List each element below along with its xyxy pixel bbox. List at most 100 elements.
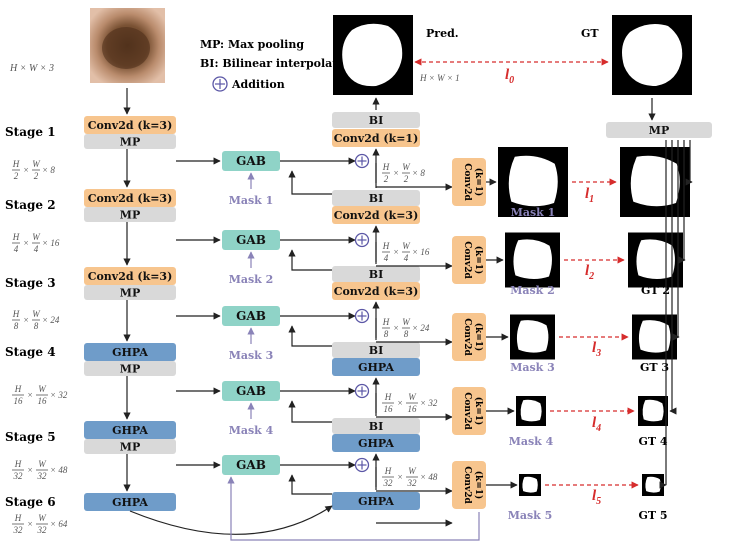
dec-shape-5-c: × 48	[420, 472, 438, 482]
enc-conv-3-label: Conv2d (k=3)	[88, 270, 173, 283]
side-conv-1-l1: Conv2d	[462, 163, 472, 201]
enc-conv-1-label: Conv2d (k=3)	[88, 119, 173, 132]
dec-conv-3-label: Conv2d (k=3)	[334, 285, 419, 298]
side-conv-3-box	[452, 313, 486, 361]
enc-shape-1-times: ×	[23, 165, 29, 175]
stage-label-1: Stage 1	[5, 125, 56, 139]
gab-skip-1	[288, 170, 332, 195]
enc-shape-2-c: × 16	[42, 238, 60, 248]
enc-shape-6: H32×W32× 64	[12, 513, 68, 535]
gt-out-1-shape	[630, 155, 680, 207]
dec-bi-5-box	[332, 418, 420, 434]
enc-shape-3-h-num: H	[12, 309, 20, 319]
enc-shape-5-h-den: 32	[13, 471, 24, 481]
input-dims: H × W × 3	[9, 63, 54, 74]
gt-out-4-shape	[642, 399, 664, 422]
dec-shape-5-w-num: W	[408, 466, 417, 476]
loss-label-2: l2	[585, 263, 594, 282]
enc-ghpa-5-box	[84, 421, 176, 439]
enc-shape-1-w-num: W	[32, 159, 41, 169]
gt-out-3-shape	[638, 320, 671, 353]
enc-ghpa-6-label: GHPA	[112, 496, 148, 509]
enc-ghpa-6-box	[84, 493, 176, 511]
gab-2-box	[222, 230, 280, 250]
enc-shape-4-times: ×	[27, 390, 33, 400]
dec-conv-5-label: GHPA	[358, 437, 394, 450]
mask-out-label-5: Mask 5	[508, 509, 553, 522]
enc-shape-5-times: ×	[27, 465, 33, 475]
enc-mp-2-box	[84, 207, 176, 222]
enc-mp-5-box	[84, 439, 176, 454]
enc-shape-6-w-num: W	[38, 513, 47, 523]
gt-out-label-4: GT 4	[638, 435, 667, 448]
gab-5-box	[222, 455, 280, 475]
enc-conv-2-box	[84, 189, 176, 207]
gab-2-label: GAB	[236, 233, 266, 247]
enc-shape-5-w-den: 32	[37, 471, 48, 481]
dec-shape-3-times: ×	[393, 323, 399, 333]
enc-mp-2-label: MP	[120, 209, 140, 222]
side-conv-5-l1: Conv2d	[462, 466, 472, 504]
enc-shape-4-h-num: H	[14, 384, 22, 394]
dec-bi-3-box	[332, 266, 420, 282]
enc-shape-5-w-num: W	[38, 459, 47, 469]
enc-shape-3-c: × 24	[42, 315, 60, 325]
enc-mp-1-label: MP	[120, 136, 140, 149]
enc-shape-2-times: ×	[23, 238, 29, 248]
enc-ghpa-5-label: GHPA	[112, 424, 148, 437]
gt-out-label-5: GT 5	[638, 509, 667, 522]
enc-shape-1-h-den: 2	[14, 171, 19, 181]
side-conv-2-box	[452, 236, 486, 284]
loss-label-5: l5	[592, 488, 601, 507]
dec-shape-2-w-num: W	[402, 241, 411, 251]
dec-bi-4-label: BI	[369, 344, 383, 357]
mask-out-label-3: Mask 3	[510, 361, 555, 374]
enc-shape-6-h-den: 32	[13, 525, 24, 535]
dec-shape-2: H4×W4× 16	[382, 241, 430, 263]
legend-mp: MP: Max pooling	[200, 38, 304, 51]
enc-shape-1: H2×W2× 8	[12, 159, 56, 181]
dec-shape-3-w-num: W	[402, 317, 411, 327]
enc-shape-1-c: × 8	[42, 165, 55, 175]
dec-shape-4: H16×W16× 32	[382, 392, 438, 414]
dec-conv-4-box	[332, 358, 420, 376]
mask-out-2-shape	[513, 239, 552, 280]
loss-subscript-5: 5	[596, 496, 601, 507]
dec-bi-4-box	[332, 342, 420, 358]
mask-out-5-shape	[522, 476, 538, 493]
dec-shape-4-w-den: 16	[408, 404, 418, 414]
enc-shape-3: H8×W8× 24	[12, 309, 60, 331]
enc-shape-6-w-den: 32	[37, 525, 48, 535]
input-image	[90, 8, 165, 83]
dec-shape-3-w-den: 8	[404, 329, 409, 339]
dec-bi-1-box	[332, 112, 420, 128]
dec-bi-2-box	[332, 190, 420, 206]
dec-ghpa-6-box	[332, 492, 420, 510]
dec-shape-2-times: ×	[393, 247, 399, 257]
loss-subscript-3: 3	[595, 348, 601, 359]
mask-out-1-shape	[508, 155, 558, 207]
gt-label: GT	[581, 27, 599, 40]
enc-shape-2: H4×W4× 16	[12, 232, 60, 254]
dec-shape-4-times: ×	[397, 398, 403, 408]
gab-3-label: GAB	[236, 309, 266, 323]
enc-shape-5-c: × 48	[50, 465, 68, 475]
side-conv-4-box	[452, 387, 486, 435]
enc-shape-3-w-num: W	[32, 309, 41, 319]
enc-shape-6-h-num: H	[14, 513, 22, 523]
loss-label-1: l1	[585, 186, 594, 205]
gt-out-5-shape	[645, 476, 661, 493]
addition-icon	[212, 76, 228, 92]
stage-label-4: Stage 4	[5, 345, 56, 359]
enc-shape-3-w-den: 8	[34, 321, 39, 331]
enc-shape-4-c: × 32	[50, 390, 68, 400]
enc-conv-3-box	[84, 267, 176, 285]
gt-mask	[612, 15, 692, 95]
enc-mp-4-label: MP	[120, 363, 140, 376]
enc-shape-2-h-den: 4	[14, 244, 19, 254]
gab-skip-5	[288, 474, 332, 495]
dec-shape-4-h-num: H	[384, 392, 392, 402]
side-conv-2-l2: (k=1)	[473, 246, 484, 275]
enc-mp-1-box	[84, 134, 176, 149]
enc-shape-4: H16×W16× 32	[12, 384, 68, 406]
